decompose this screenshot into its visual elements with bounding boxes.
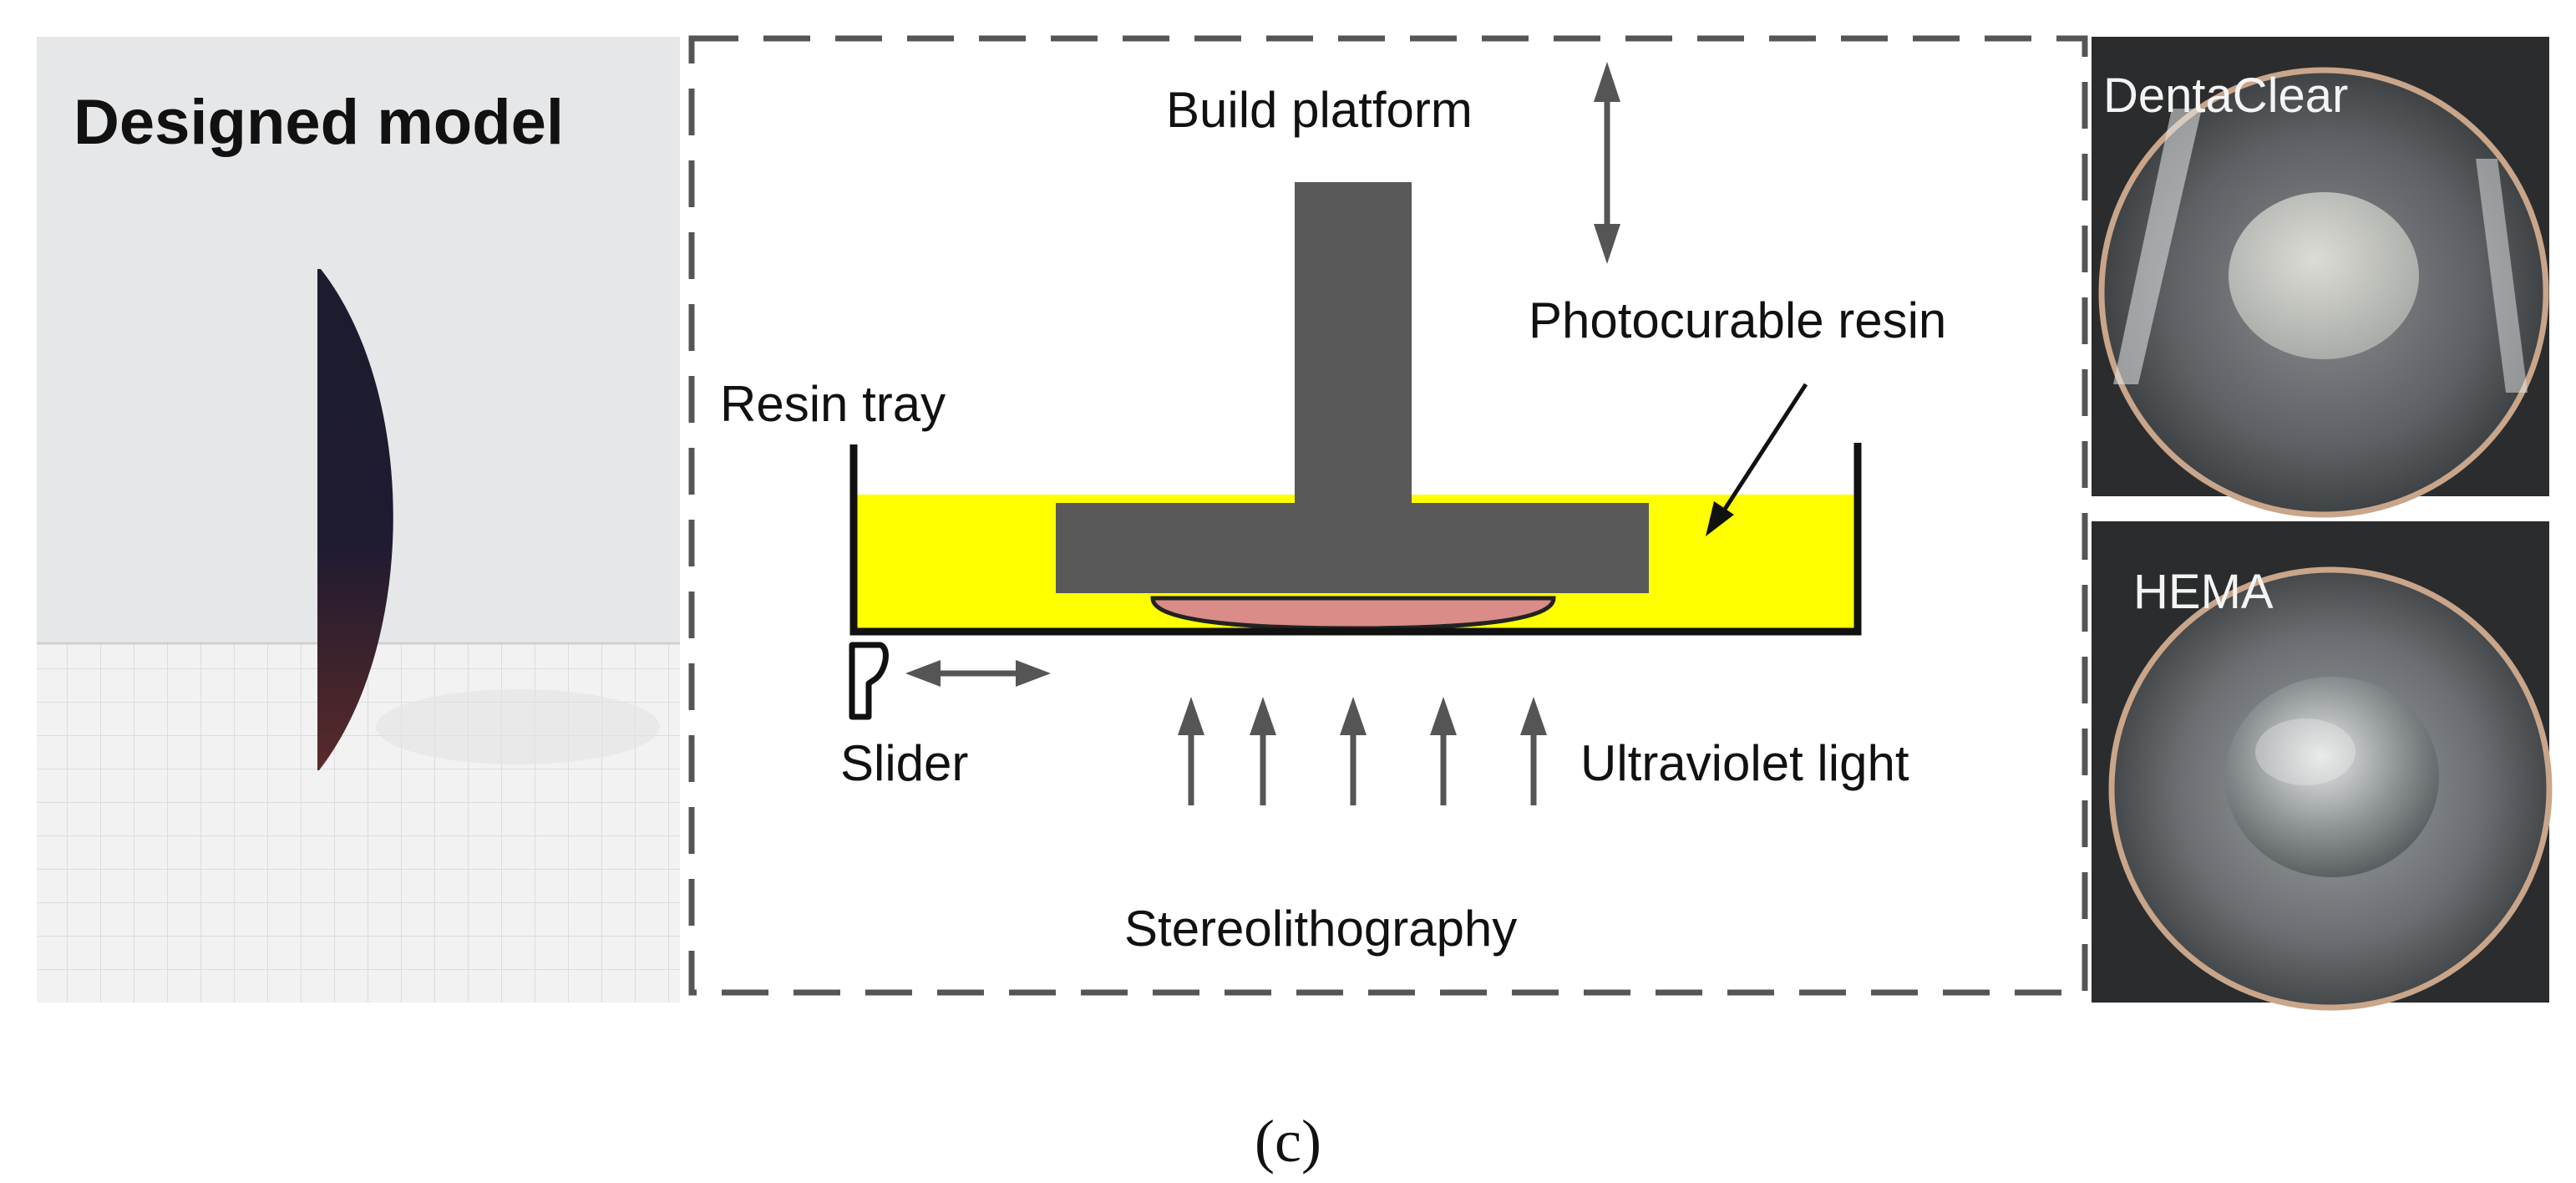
dashed-border [688,35,2088,996]
reflection-streak [2476,159,2528,393]
uv-arrow [1430,697,1457,805]
lens-highlight [2255,718,2355,785]
slider-label: Slider [840,735,968,791]
build-platform-shaft [1295,182,1412,505]
uv-arrow [1178,697,1204,805]
resin-tray [849,443,1862,636]
designed-model-title: Designed model [74,87,564,158]
ultraviolet-light-label: Ultraviolet light [1580,735,1909,791]
resin-pointer-arrow [1706,383,1808,536]
stereolithography-schematic: Build platform Photocurable resin Resin … [688,35,2088,996]
dentaclear-label: DentaClear [2103,69,2348,123]
figure-caption: (c) [1255,1108,1321,1175]
slider-icon [849,642,889,720]
uv-arrow [1250,697,1276,805]
reflection-streak [2113,109,2202,384]
dentaclear-photo: DentaClear [2092,37,2549,518]
printed-part [1150,596,1556,631]
lens-model-shape [317,269,393,770]
vertical-motion-arrow [1594,62,1620,264]
uv-arrow [1340,697,1367,805]
photocurable-resin-label: Photocurable resin [1529,292,1946,348]
uv-arrow [1520,697,1547,805]
build-platform-plate [1056,503,1649,593]
printed-lens-sample [2229,192,2419,359]
hema-photo: HEMA [2092,521,2553,1011]
printed-lens-photos: DentaClear HEMA [2092,37,2553,1011]
method-label: Stereolithography [1124,901,1517,957]
model-shadow [376,689,660,764]
hema-label: HEMA [2133,565,2274,619]
resin-tray-label: Resin tray [720,376,946,432]
designed-model-panel: Designed model [37,37,680,1003]
ultraviolet-arrows [1178,697,1547,805]
build-platform-label: Build platform [1166,82,1473,138]
printed-lens-sample [2225,677,2439,877]
horizontal-motion-arrow [905,660,1051,687]
